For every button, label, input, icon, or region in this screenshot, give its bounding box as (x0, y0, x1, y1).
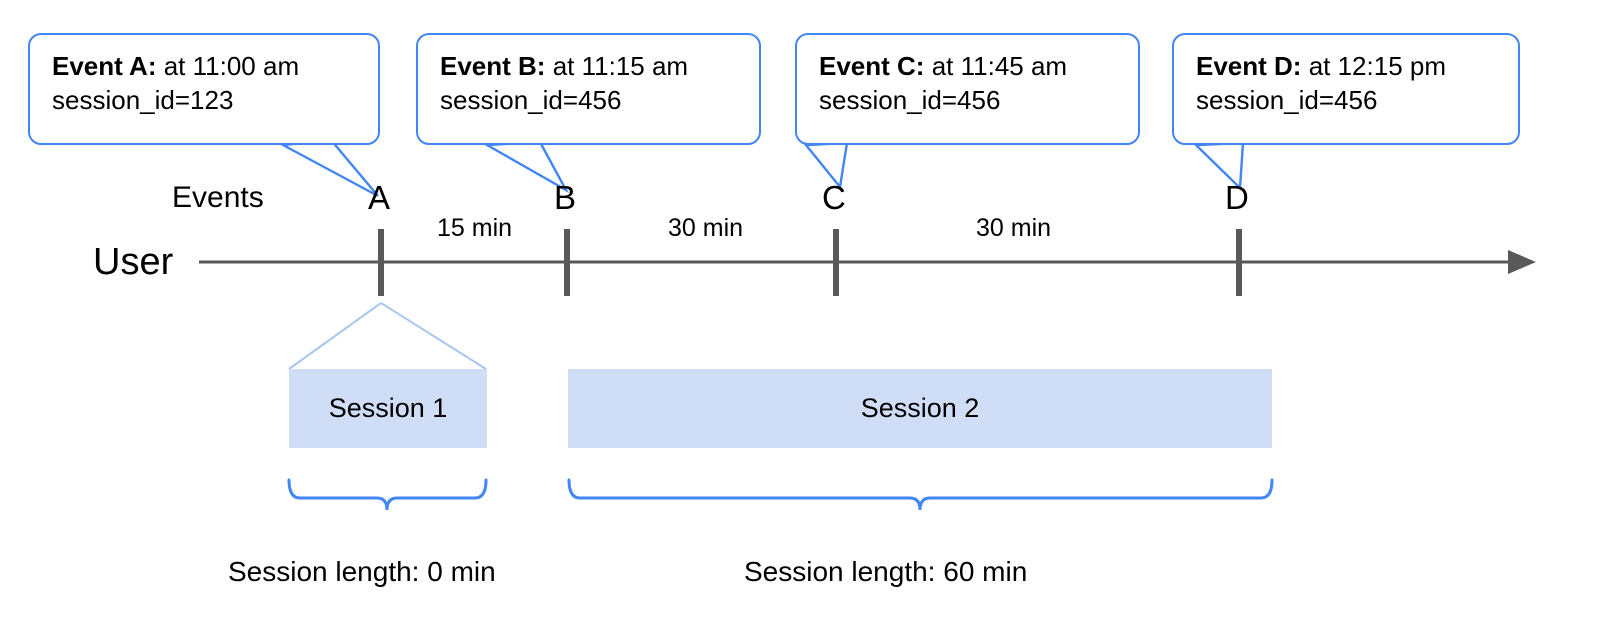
callout-a-session: session_id=123 (52, 85, 234, 116)
interval-label-b-c: 30 min (668, 214, 744, 242)
session1-fan-left (288, 302, 382, 370)
session-bar-1: Session 1 (289, 369, 487, 448)
tick-letter-c: C (822, 179, 846, 216)
callout-b-session: session_id=456 (440, 85, 622, 116)
callout-c-label: Event C: (819, 51, 925, 81)
callout-event-c: Event C: at 11:45 am session_id=456 (795, 33, 1140, 145)
callout-c-time: at 11:45 am (924, 51, 1068, 81)
session1-fan-right (380, 302, 487, 370)
callout-a-time: at 11:00 am (156, 51, 300, 81)
callout-d-time: at 12:15 pm (1301, 51, 1447, 81)
tick-letter-a: A (368, 179, 391, 216)
tick-letter-b: B (554, 179, 577, 216)
callout-d-label: Event D: (1196, 51, 1302, 81)
callout-event-d: Event D: at 12:15 pm session_id=456 (1172, 33, 1520, 145)
callout-a-label: Event A: (52, 51, 157, 81)
callout-event-b: Event B: at 11:15 am session_id=456 (416, 33, 761, 145)
time-axis-arrowhead (1508, 250, 1536, 274)
lane-label-user: User (93, 241, 174, 283)
callout-d-session: session_id=456 (1196, 85, 1378, 116)
callout-b-label: Event B: (440, 51, 546, 81)
session2-length-caption: Session length: 60 min (744, 556, 1028, 587)
session2-brace (567, 478, 1274, 511)
session-bar-2: Session 2 (568, 369, 1272, 448)
callout-b-time: at 11:15 am (545, 51, 689, 81)
session1-length-caption: Session length: 0 min (228, 556, 496, 587)
callout-c-session: session_id=456 (819, 85, 1001, 116)
lane-label-events: Events (172, 181, 264, 214)
session1-brace (287, 478, 488, 511)
callout-event-a: Event A: at 11:00 am session_id=123 (28, 33, 380, 145)
tick-letter-d: D (1225, 179, 1249, 216)
interval-label-c-d: 30 min (976, 214, 1052, 242)
interval-label-a-b: 15 min (437, 214, 513, 242)
